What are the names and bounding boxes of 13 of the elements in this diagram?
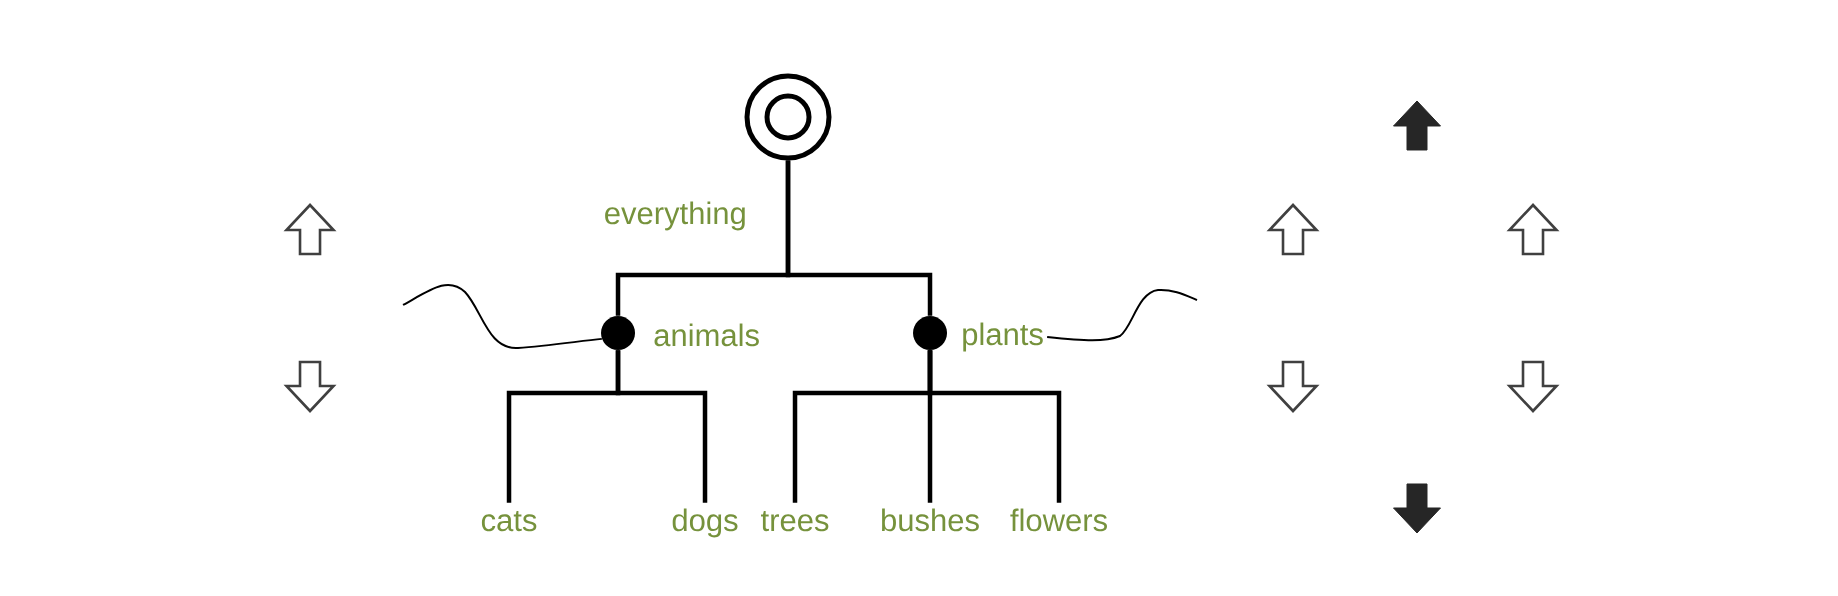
wavy-line: [402, 283, 603, 349]
leaf-label: flowers: [1010, 508, 1107, 532]
category-label: plants: [963, 322, 1043, 352]
leaf-label: trees: [761, 510, 829, 532]
branch-line: [785, 160, 933, 316]
root-label: everything: [605, 201, 745, 231]
branch-line: [615, 350, 708, 503]
branch-line: [927, 350, 1062, 503]
leaf-label: bushes: [882, 508, 979, 532]
leaf-label: dogs: [672, 508, 738, 538]
category-label: animals: [654, 323, 759, 347]
wavy-line: [1046, 288, 1198, 342]
leaf-label: cats: [481, 510, 537, 532]
